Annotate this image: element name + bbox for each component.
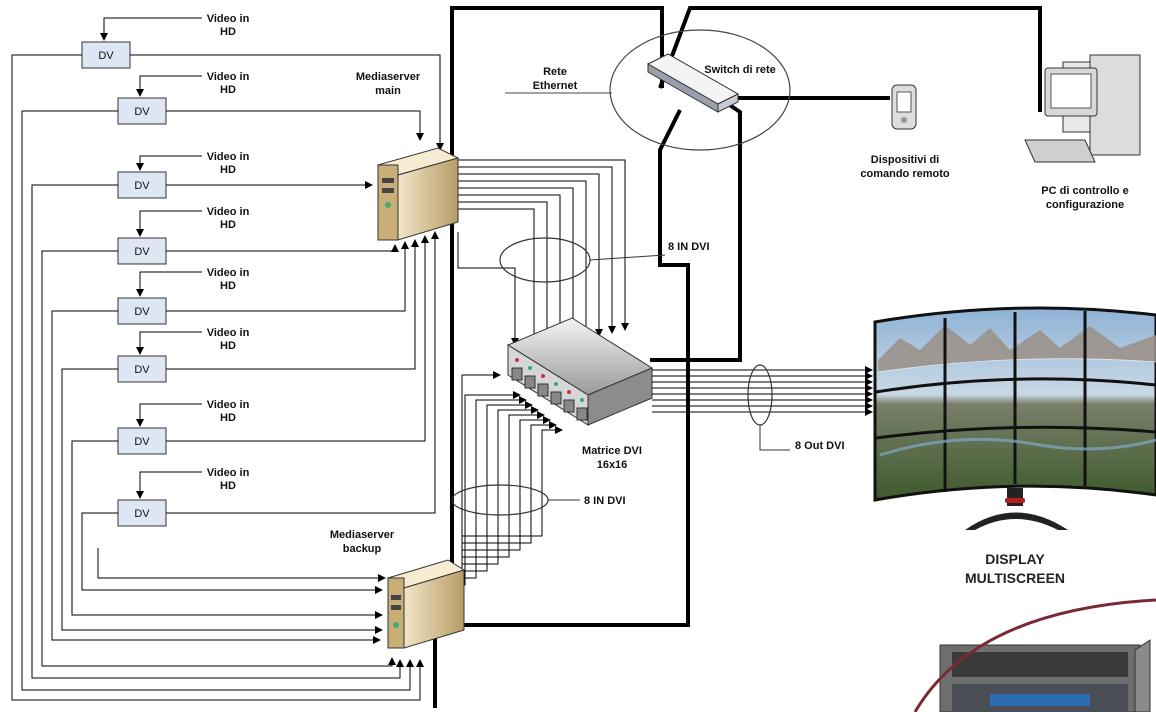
dv-converter-7: DV (118, 404, 202, 454)
dv-label: DV (134, 106, 150, 118)
dv-label: DV (134, 508, 150, 520)
pc-label-2: configurazione (1046, 199, 1124, 211)
display-label-2: MULTISCREEN (965, 570, 1065, 586)
ethernet-label-1: Rete (543, 66, 567, 78)
dvi-bundle-ring-bottom (452, 485, 548, 515)
multiscreen-display-icon (875, 308, 1156, 530)
video-in-label: Video in (207, 399, 250, 411)
dvi-bundle-ring-top (500, 238, 590, 282)
dv-converter-4: DV (118, 211, 202, 264)
out-dvi-label: 8 Out DVI (795, 440, 845, 452)
dv-label: DV (134, 180, 150, 192)
video-hd-label: HD (220, 26, 236, 38)
in-dvi-bottom-label: 8 IN DVI (584, 495, 626, 507)
dvi-output-bundle (652, 370, 872, 412)
mediaserver-main-label-1: Mediaserver (356, 71, 421, 83)
dvi-output-ring (748, 365, 772, 425)
mediaserver-main-icon (378, 148, 458, 240)
mediaserver-backup-icon (388, 560, 464, 648)
video-hd-label: HD (220, 280, 236, 292)
remote-devices-label-1: Dispositivi di (871, 154, 939, 166)
dvi-matrix-icon (508, 318, 652, 425)
dv-converter-5: DV (118, 272, 202, 324)
dv-label: DV (134, 364, 150, 376)
dv-converter-1: DV (82, 18, 202, 68)
mediaserver-backup-label-1: Mediaserver (330, 529, 395, 541)
dv-label: DV (134, 246, 150, 258)
video-in-label: Video in (207, 206, 250, 218)
dv-label: DV (134, 306, 150, 318)
dv-converter-8: DV (118, 472, 202, 526)
video-in-label: Video in (207, 71, 250, 83)
video-in-label: Video in (207, 327, 250, 339)
pc-icon (1025, 55, 1140, 162)
video-in-label: Video in (207, 13, 250, 25)
dv-label: DV (134, 436, 150, 448)
dv-converters: DV DV DV DV DV DV DV DV (82, 18, 202, 526)
video-hd-label: HD (220, 164, 236, 176)
video-hd-label: HD (220, 219, 236, 231)
remote-devices-label-2: comando remoto (860, 168, 950, 180)
matrix-label-2: 16x16 (597, 459, 628, 471)
video-in-label: Video in (207, 467, 250, 479)
mediaserver-main-label-2: main (375, 85, 401, 97)
video-hd-label: HD (220, 84, 236, 96)
video-in-label: Video in (207, 267, 250, 279)
dv-converter-2: DV (118, 76, 202, 124)
pc-label-1: PC di controllo e (1041, 185, 1128, 197)
matrix-label-1: Matrice DVI (582, 445, 642, 457)
video-in-label: Video in (207, 151, 250, 163)
switch-label: Switch di rete (704, 64, 776, 76)
display-label-1: DISPLAY (985, 551, 1045, 567)
dv-converter-3: DV (118, 156, 202, 198)
remote-device-icon (892, 85, 916, 129)
video-hd-label: HD (220, 340, 236, 352)
ethernet-label-2: Ethernet (533, 80, 578, 92)
video-hd-label: HD (220, 480, 236, 492)
dv-converter-6: DV (118, 332, 202, 382)
video-hd-label: HD (220, 412, 236, 424)
in-dvi-top-label: 8 IN DVI (668, 241, 710, 253)
mediaserver-backup-label-2: backup (343, 543, 382, 555)
dv-label: DV (98, 50, 114, 62)
